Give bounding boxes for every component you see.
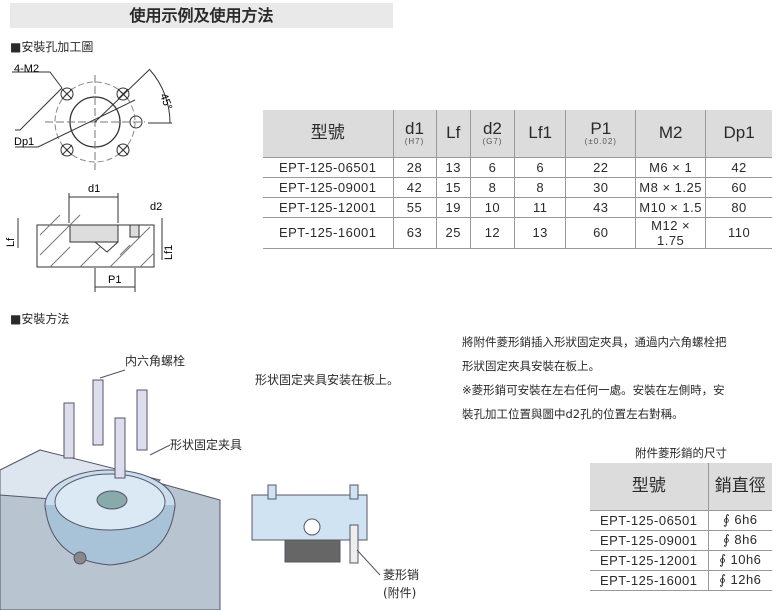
table-row: EPT-125-06501∮ 6h6	[590, 509, 772, 530]
table-cell: EPT-125-09001	[590, 529, 708, 550]
table-row: EPT-125-12001∮ 10h6	[590, 549, 772, 570]
spec-table: 型號 d1(H7) Lf d2(G7) Lf1 P1(±0.02) M2 Dp1…	[263, 110, 772, 249]
table-cell: 19	[435, 196, 471, 217]
table-cell: M8 × 1.25	[635, 176, 706, 197]
label-45-degree: 45°	[157, 92, 174, 112]
table-cell: ∮ 8h6	[707, 529, 772, 550]
table-cell: EPT-125-09001	[263, 176, 393, 197]
label-accessory: (附件)	[383, 586, 417, 600]
label-d1: d1	[88, 183, 100, 195]
pin-table-caption: 附件菱形銷的尺寸	[635, 446, 727, 460]
col-dp1: Dp1	[705, 110, 772, 157]
table-cell: 8	[469, 176, 515, 197]
table-cell: ∮ 6h6	[707, 509, 772, 530]
page-title: 使用示例及使用方法	[10, 3, 393, 28]
bolt	[136, 389, 148, 451]
table-cell: EPT-125-16001	[263, 216, 393, 249]
table-cell: ∮ 12h6	[707, 569, 772, 591]
bolt	[114, 417, 126, 479]
table-cell: 8	[513, 176, 566, 197]
plate-note: 形状固定夹具安装在板上。	[255, 373, 400, 387]
table-cell: 13	[513, 216, 566, 249]
label-dp1: Dp1	[14, 136, 34, 148]
table-cell: 15	[435, 176, 471, 197]
table-cell: 30	[565, 176, 636, 197]
col-d1: d1(H7)	[392, 110, 437, 157]
table-cell: ∮ 10h6	[707, 549, 772, 570]
table-cell: EPT-125-16001	[590, 569, 708, 591]
bolt	[92, 379, 104, 446]
table-cell: 55	[392, 196, 437, 217]
col-m2: M2	[635, 110, 706, 157]
table-cell: EPT-125-06501	[263, 156, 393, 177]
table-cell: 10	[469, 196, 515, 217]
table-cell: 63	[392, 216, 437, 249]
label-lf: Lf	[5, 237, 17, 247]
instruction-line: 裝孔加工位置與圖中d2孔的位置左右對稱。	[462, 407, 684, 421]
table-cell: EPT-125-06501	[590, 509, 708, 530]
col-model: 型號	[263, 110, 393, 157]
instruction-line: ※菱形銷可安裝在左右任何一處。安裝在左側時，安	[462, 383, 725, 397]
table-cell: EPT-125-12001	[590, 549, 708, 570]
col-pin-diameter: 銷直徑	[707, 463, 772, 510]
table-cell: 43	[565, 196, 636, 217]
section-heading-install-method: ■安裝方法	[10, 312, 70, 326]
table-header-row: 型號 銷直徑	[590, 463, 772, 510]
label-diamond-pin: 菱形销	[383, 568, 420, 582]
hole-machining-drawing: 4-M2 45° Dp1 d1 d2 Lf Lf1 P1	[5, 63, 175, 292]
col-p1: P1(±0.02)	[565, 110, 636, 157]
table-header-row: 型號 d1(H7) Lf d2(G7) Lf1 P1(±0.02) M2 Dp1	[263, 110, 772, 157]
table-cell: 25	[435, 216, 471, 249]
label-fixture: 形状固定夹具	[170, 438, 243, 452]
table-cell: EPT-125-12001	[263, 196, 393, 217]
table-row: EPT-125-09001∮ 8h6	[590, 529, 772, 550]
label-4-m2: 4-M2	[14, 63, 39, 75]
table-cell: 42	[705, 156, 772, 177]
col-d2: d2(G7)	[469, 110, 515, 157]
installation-illustration	[0, 369, 381, 610]
table-cell: 11	[513, 196, 566, 217]
table-cell: 110	[705, 216, 772, 249]
table-row: EPT-125-16001∮ 12h6	[590, 569, 772, 591]
table-cell: 12	[469, 216, 515, 249]
table-cell: M10 × 1.5	[635, 196, 706, 217]
col-model: 型號	[590, 463, 708, 510]
table-cell: 6	[469, 156, 515, 177]
col-lf: Lf	[435, 110, 471, 157]
instruction-line: 將附件菱形銷插入形狀固定夾具，通過内六角螺栓把	[462, 335, 727, 349]
section-heading-hole-drawing: ■安裝孔加工圖	[10, 40, 94, 54]
table-cell: 22	[565, 156, 636, 177]
col-lf1: Lf1	[513, 110, 566, 157]
label-lf1: Lf1	[163, 245, 175, 260]
table-cell: 60	[705, 176, 772, 197]
instructions: 將附件菱形銷插入形狀固定夾具，通過内六角螺栓把 形狀固定夾具安裝在板上。 ※菱形…	[462, 330, 780, 426]
table-cell: 80	[705, 196, 772, 217]
table-cell: 13	[435, 156, 471, 177]
label-d2: d2	[150, 201, 162, 213]
table-cell: 42	[392, 176, 437, 197]
table-cell: 6	[513, 156, 566, 177]
table-cell: M6 × 1	[635, 156, 706, 177]
table-cell: 28	[392, 156, 437, 177]
label-p1: P1	[108, 274, 121, 286]
instruction-line: 形狀固定夾具安裝在板上。	[462, 359, 600, 373]
bolt	[63, 402, 75, 459]
table-cell: M12 × 1.75	[635, 216, 706, 249]
table-cell: 60	[565, 216, 636, 249]
label-hex-bolt: 内六角螺栓	[125, 354, 186, 368]
